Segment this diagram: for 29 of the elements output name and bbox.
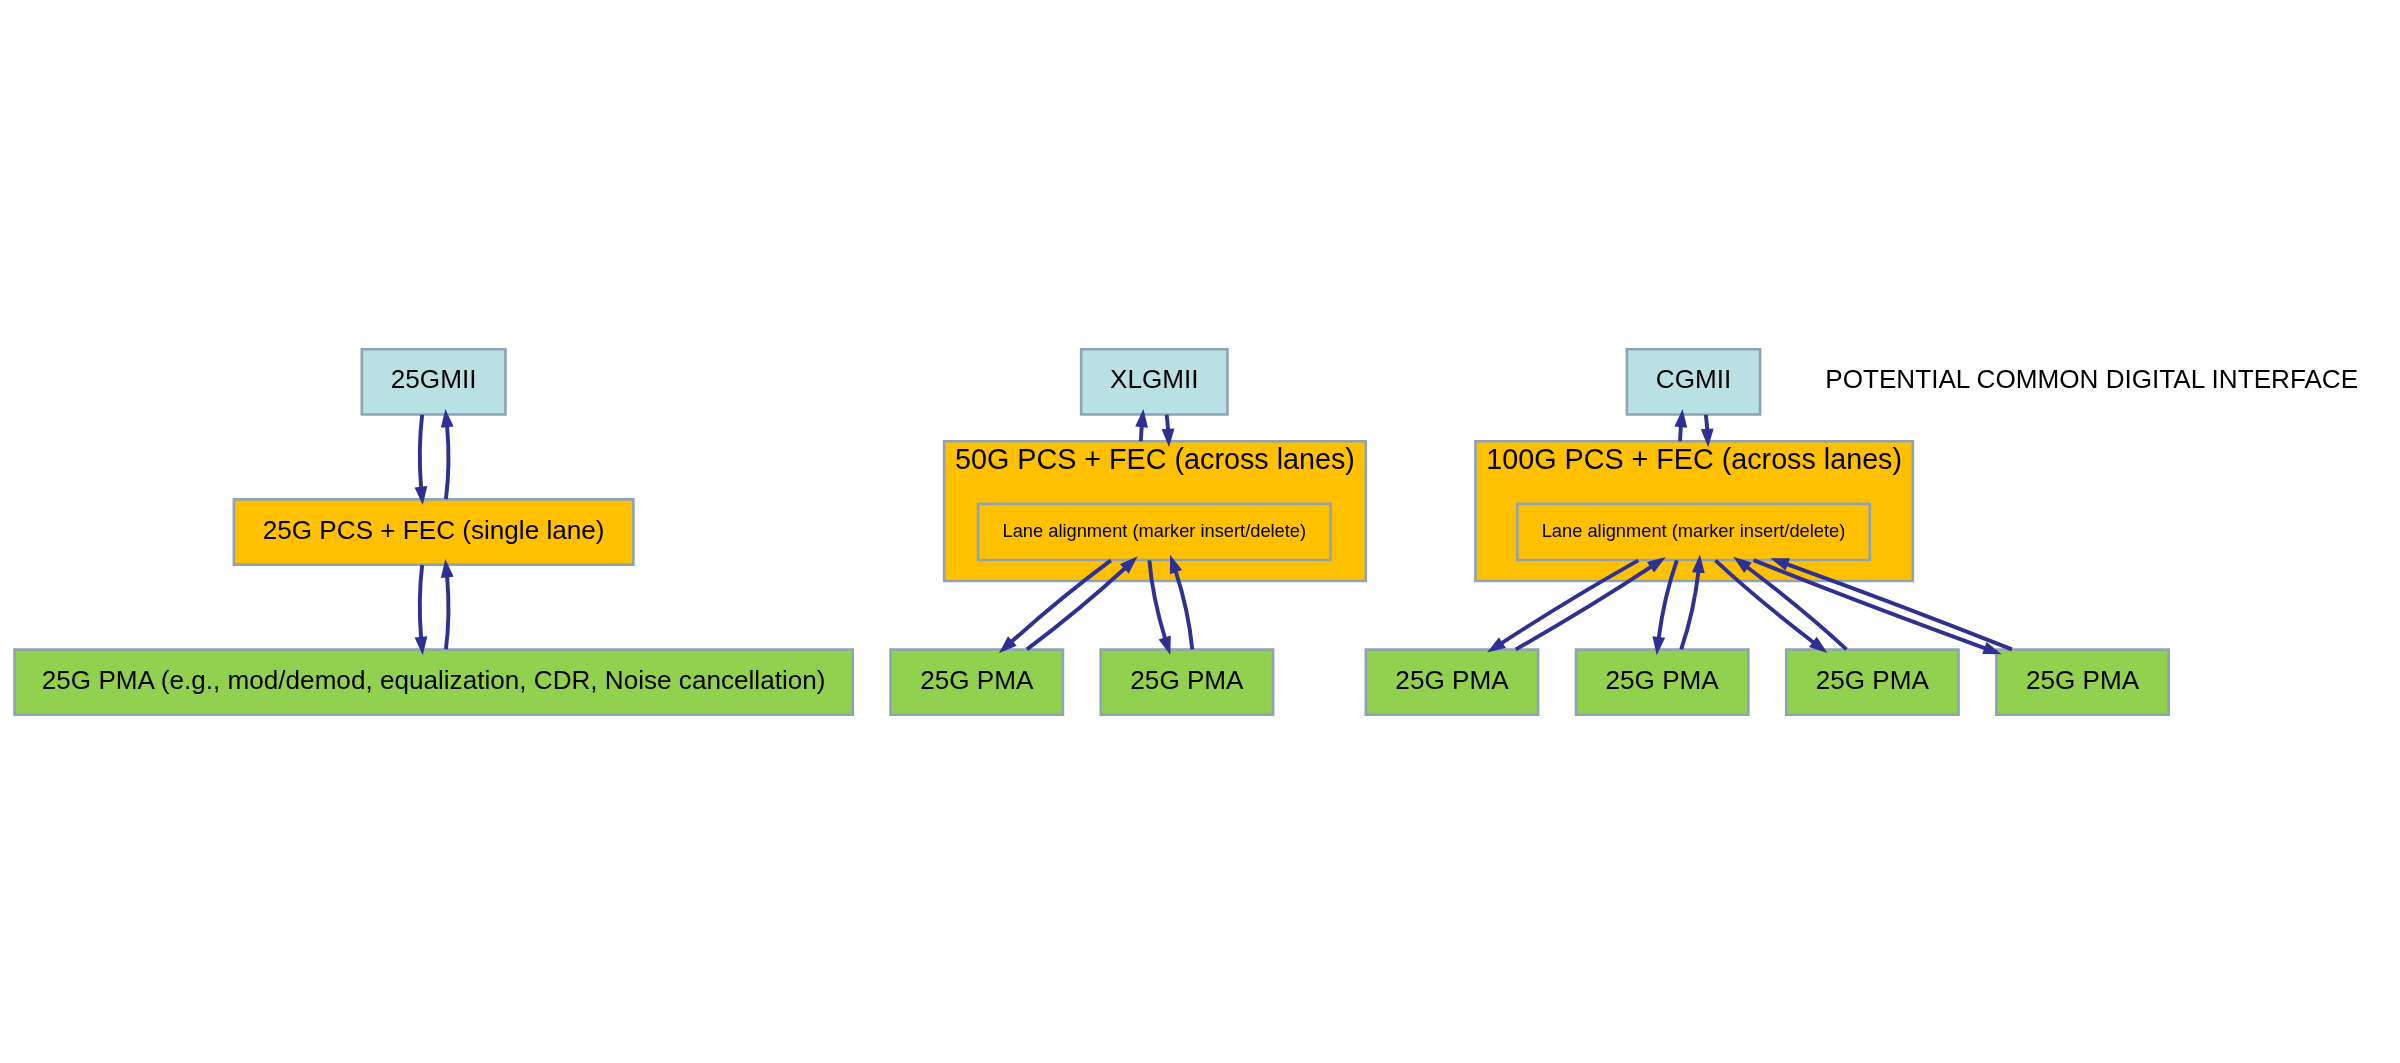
- arrow: [1147, 559, 1171, 655]
- arrow: [1679, 553, 1705, 650]
- arrow: [1700, 414, 1714, 447]
- arrow: [414, 564, 428, 655]
- node-box: 25G PMA (e.g., mod/demod, equalization, CDR, Noise cancellation): [13, 647, 855, 716]
- arrow: [998, 558, 1112, 653]
- node-box: Lane alignment (marker insert/delete): [976, 502, 1332, 561]
- node-box: 25G PMA: [889, 647, 1065, 716]
- node-box: XLGMII: [1079, 347, 1229, 416]
- arrow: [1487, 558, 1640, 653]
- arrow: [440, 408, 454, 499]
- node-box: 25G PMA: [1364, 647, 1540, 716]
- arrow: [1733, 556, 1848, 651]
- node-box: Lane alignment (marker insert/delete): [1515, 502, 1872, 561]
- arrow: [440, 558, 454, 649]
- arrow: [1652, 559, 1679, 655]
- node-box: 25G PCS + FEC (single lane): [232, 497, 635, 566]
- node-box: CGMII: [1625, 347, 1762, 416]
- arrow: [1514, 556, 1666, 651]
- label: POTENTIAL COMMON DIGITAL INTERFACE: [1825, 363, 2359, 394]
- arrow: [414, 414, 428, 505]
- node-box: 25G PMA: [1784, 647, 1960, 716]
- arrow: [1714, 558, 1828, 653]
- node-box: 25G PMA: [1574, 647, 1750, 716]
- node-box: 25G PMA: [1995, 647, 2171, 716]
- node-box: 25GMII: [360, 347, 507, 416]
- arrow: [1169, 554, 1195, 650]
- arrow: [1025, 555, 1138, 651]
- node-box: 25G PMA: [1099, 647, 1275, 716]
